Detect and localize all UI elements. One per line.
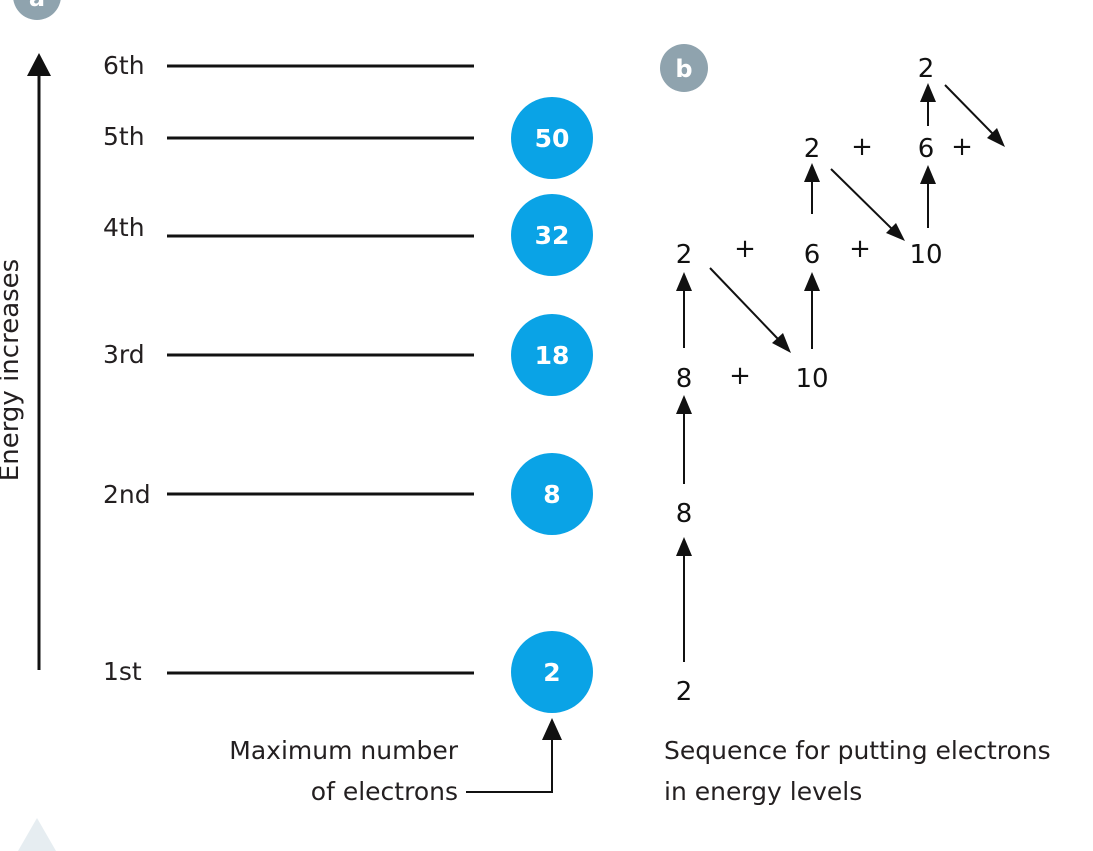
arrowhead-5s-to-4d [886, 223, 905, 241]
seq-plus-2: + [734, 234, 756, 264]
panel-b-badge-circle [660, 44, 708, 92]
seq-num-4s: 2 [676, 240, 693, 270]
arrowhead-1s-to-2s [676, 537, 692, 556]
seq-num-4d: 10 [909, 240, 942, 270]
seq-plus-5: + [951, 132, 973, 162]
max-electrons-circle-3rd [511, 314, 593, 396]
caption-sequence-line2: in energy levels [664, 777, 862, 806]
caption-pointer-line [466, 738, 553, 793]
seq-plus-1: + [729, 361, 751, 391]
panel-a-badge-label: a [29, 0, 45, 12]
seq-num-4p: 6 [804, 240, 821, 270]
arrowhead-6s-to-next [987, 128, 1005, 147]
energy-axis-title: Energy increases [0, 259, 25, 481]
max-electrons-circle-4th [511, 194, 593, 276]
panel-a-badge-circle [13, 0, 61, 20]
max-electrons-value-5th: 50 [535, 124, 570, 153]
panel-b-badge-label: b [675, 55, 692, 83]
seq-num-2p: 8 [676, 364, 693, 394]
energy-level-2nd: 2nd 8 [103, 453, 593, 535]
arrowhead-3d-to-4p [804, 272, 820, 291]
panel-b-caption: Sequence for putting electrons in energy… [664, 736, 1051, 806]
arrowhead-4d-to-5p [920, 165, 936, 184]
level-label-3rd: 3rd [103, 340, 145, 369]
max-electrons-circle-5th [511, 97, 593, 179]
energy-level-1st: 1st 2 [103, 631, 593, 713]
seq-num-1s: 2 [676, 677, 693, 707]
sequence-numbers: 2 8 8 10 2 6 10 2 6 2 [676, 54, 943, 707]
caption-max-line1: Maximum number [229, 736, 458, 765]
decorative-triangle-icon [18, 818, 56, 851]
arrowhead-2p-to-4s [676, 272, 692, 291]
seq-plus-4: + [851, 132, 873, 162]
level-label-5th: 5th [103, 122, 145, 151]
sequence-operators: + + + + + + [729, 132, 973, 391]
max-electrons-value-1st: 2 [543, 658, 560, 687]
caption-sequence-line1: Sequence for putting electrons [664, 736, 1051, 765]
seq-num-2s: 8 [676, 499, 693, 529]
max-electrons-circle-1st [511, 631, 593, 713]
arrow-6s-to-next [944, 84, 994, 135]
arrow-5s-to-4d [830, 168, 893, 230]
level-label-1st: 1st [103, 657, 142, 686]
max-electrons-value-2nd: 8 [543, 480, 560, 509]
level-label-6th: 6th [103, 51, 145, 80]
seq-num-5p: 6 [918, 134, 935, 164]
energy-level-3rd: 3rd 18 [103, 314, 593, 396]
arrowhead-5p-to-6s [920, 83, 936, 102]
panel-a-caption: Maximum number of electrons [229, 718, 562, 806]
caption-pointer-arrowhead [542, 718, 562, 740]
energy-axis: Energy increases [0, 53, 51, 670]
energy-level-6th: 6th [103, 51, 474, 80]
sequence-arrows [676, 83, 1005, 662]
arrow-4s-to-3d [709, 267, 779, 340]
energy-level-5th: 5th 50 [103, 97, 593, 179]
energy-level-4th: 4th 32 [103, 194, 593, 276]
max-electrons-value-3rd: 18 [535, 341, 570, 370]
arrowhead-2s-to-2p [676, 395, 692, 414]
caption-max-line2: of electrons [311, 777, 458, 806]
seq-plus-3: + [849, 234, 871, 264]
max-electrons-circle-2nd [511, 453, 593, 535]
seq-num-6s: 2 [918, 54, 935, 84]
energy-axis-arrowhead [27, 53, 51, 76]
max-electrons-value-4th: 32 [535, 221, 570, 250]
arrowhead-4p-to-5s [804, 163, 820, 182]
arrowhead-4s-to-3d [772, 333, 791, 353]
seq-num-5s: 2 [804, 134, 821, 164]
seq-num-3d: 10 [795, 364, 828, 394]
level-label-4th: 4th [103, 213, 145, 242]
panel-a-badge: a [13, 0, 61, 20]
energy-levels: 6th 5th 50 4th 32 3rd 18 2nd 8 1s [103, 51, 593, 713]
panel-b-badge: b [660, 44, 708, 92]
level-label-2nd: 2nd [103, 480, 151, 509]
